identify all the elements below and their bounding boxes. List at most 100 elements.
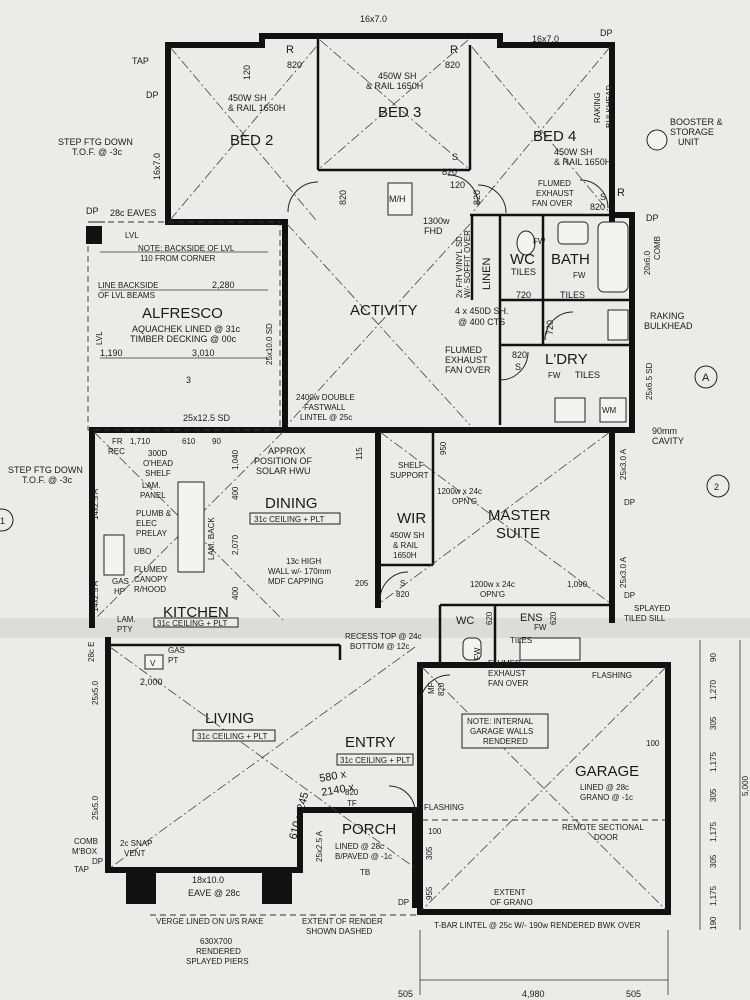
note-r3: R [617, 187, 625, 199]
note-aquachek-2: TIMBER DECKING @ 00c [130, 334, 237, 344]
note-booster-2: STORAGE [670, 127, 714, 137]
pier-right [262, 870, 292, 904]
note-flumed2-1: FLUMED [445, 345, 483, 355]
note-shelf-1: SHELF [398, 461, 424, 470]
note-note-garage-3: RENDERED [483, 737, 528, 746]
note-raking2-2: BULKHEAD [644, 321, 693, 331]
note-raking-2: BULKHEAD [605, 85, 614, 128]
annotations: 16x7.0 16x7.0 DP TAP DP STEP FTG DOWN T.… [0, 14, 750, 999]
note-ubo: UBO [134, 547, 151, 556]
note-d115: 115 [355, 447, 364, 460]
note-step-top-2: T.O.F. @ -3c [72, 147, 123, 157]
note-ohead-1: 300D [148, 449, 167, 458]
pier-left [126, 870, 156, 904]
note-bed2-sh-2: & RAIL 1650H [228, 103, 285, 113]
note-living-ceiling: 31c CEILING + PLT [197, 732, 267, 741]
note-ohead-2: O'HEAD [143, 459, 173, 468]
note-soffit-2: W/- SOFFIT OVER [463, 230, 472, 298]
note-dp-left-top: DP [146, 90, 159, 100]
note-s-bed3: S [452, 152, 458, 162]
note-comb-mbox-2: M'BOX [72, 847, 98, 856]
note-tap-living: TAP [74, 865, 89, 874]
note-garage-2: GRANO @ -1c [580, 793, 633, 802]
note-gas-pt-1: GAS [168, 646, 185, 655]
door-swings [287, 174, 609, 813]
note-dp-master: DP [624, 498, 635, 507]
note-lvl-a: LVL [125, 231, 139, 240]
note-d400-a: 400 [231, 486, 240, 500]
note-d100-b: 100 [428, 827, 442, 836]
note-fhd-1300: 1300w [423, 216, 450, 226]
room-entry: ENTRY [345, 734, 396, 751]
note-d25x25: 25x2.5 A [315, 830, 324, 862]
note-r1175-c: 1,175 [709, 885, 718, 906]
note-step-mid-1: STEP FTG DOWN [8, 465, 83, 475]
note-tap-top: TAP [132, 56, 149, 66]
note-render-1: EXTENT OF RENDER [302, 917, 383, 926]
room-bed4: BED 4 [533, 128, 576, 145]
note-mf: MF [427, 682, 436, 694]
note-bed2-side: 16x7.0 [152, 153, 162, 180]
note-tb: TB [360, 868, 370, 877]
note-note-garage-1: NOTE: INTERNAL [467, 717, 534, 726]
note-tf: TF [347, 799, 357, 808]
room-bath: BATH [551, 251, 590, 268]
note-piers-2: RENDERED [196, 947, 241, 956]
note-s-bed4: S [600, 192, 606, 202]
note-lam-panel-1: LAM. [142, 481, 161, 490]
note-d14x25-b: 14x2.5 A [91, 580, 100, 612]
note-flumed-2: EXHAUST [536, 189, 574, 198]
note-lam-back: LAM. BACK [207, 517, 216, 560]
note-marker-3: 3 [186, 375, 191, 385]
note-eave-18: 18x10.0 [192, 875, 224, 885]
note-high-wall-1: 13c HIGH [286, 557, 321, 566]
note-booster-1: BOOSTER & [670, 117, 723, 127]
note-fw-a: FW [533, 237, 546, 246]
note-d950: 950 [439, 441, 448, 455]
note-comb-20x6: 20x6.0 [643, 250, 652, 275]
note-s-wir-820: 820 [396, 590, 410, 599]
note-s820-a: 820 [287, 60, 302, 70]
note-dp-top: DP [600, 28, 613, 38]
note-dp-garage: DP [398, 898, 409, 907]
note-note-garage-2: GARAGE WALLS [470, 727, 533, 736]
room-ensuite: ENS [520, 612, 543, 624]
note-ohead-3: SHELF [145, 469, 171, 478]
room-wc2: WC [456, 615, 474, 627]
note-recess-1: RECESS TOP @ 24c [345, 632, 422, 641]
fixtures [103, 129, 668, 670]
note-eaves-28c: 28c E [87, 642, 96, 662]
note-d1040: 1,040 [231, 449, 240, 470]
note-porch-2: B/PAVED @ -1c [335, 852, 392, 861]
note-d25x50-b: 25x5.0 [91, 795, 100, 820]
note-b4980: 4,980 [522, 989, 545, 999]
note-approx-1: APPROX [268, 446, 306, 456]
note-gas-pt-2: PT [168, 656, 178, 665]
note-splayed-2: TILED SILL [624, 614, 666, 623]
room-master-line1: MASTER [488, 507, 551, 524]
note-high-wall-2: WALL w/- 170mm [268, 567, 331, 576]
note-d25x30-b: 25x3.0 A [619, 556, 628, 588]
note-r1270: 1,270 [709, 679, 718, 700]
note-mf-820: 820 [437, 682, 446, 696]
note-line-lvl-2: OF LVL BEAMS [98, 291, 155, 300]
note-dp-master2: DP [624, 591, 635, 600]
note-fastwall-3: LINTEL @ 25c [300, 413, 352, 422]
note-eave-28: EAVE @ 28c [188, 888, 240, 898]
note-grano-1: EXTENT [494, 888, 526, 897]
room-labels: BED 2 BED 3 BED 4 ALFRESCO ACTIVITY WC B… [142, 104, 639, 838]
note-note-lvl-1: NOTE: BACKSIDE OF LVL [138, 244, 235, 253]
note-flumed2-2: EXHAUST [445, 355, 488, 365]
note-s820-b: 820 [445, 60, 460, 70]
note-r1: R [286, 44, 294, 56]
note-wc-tiles: TILES [511, 267, 536, 277]
note-d25x50-a: 25x5.0 [91, 680, 100, 705]
note-fastwall-2: FASTWALL [304, 403, 346, 412]
note-lam-pty-1: LAM. [117, 615, 136, 624]
note-hand-2: 2140 x [320, 781, 355, 799]
note-sh-4x450-1: 4 x 450D SH. [455, 306, 509, 316]
note-sh-4x450-2: @ 400 CTS [458, 317, 505, 327]
note-bath-tiles: TILES [560, 290, 585, 300]
note-flumed-canopy-2: CANOPY [134, 575, 168, 584]
